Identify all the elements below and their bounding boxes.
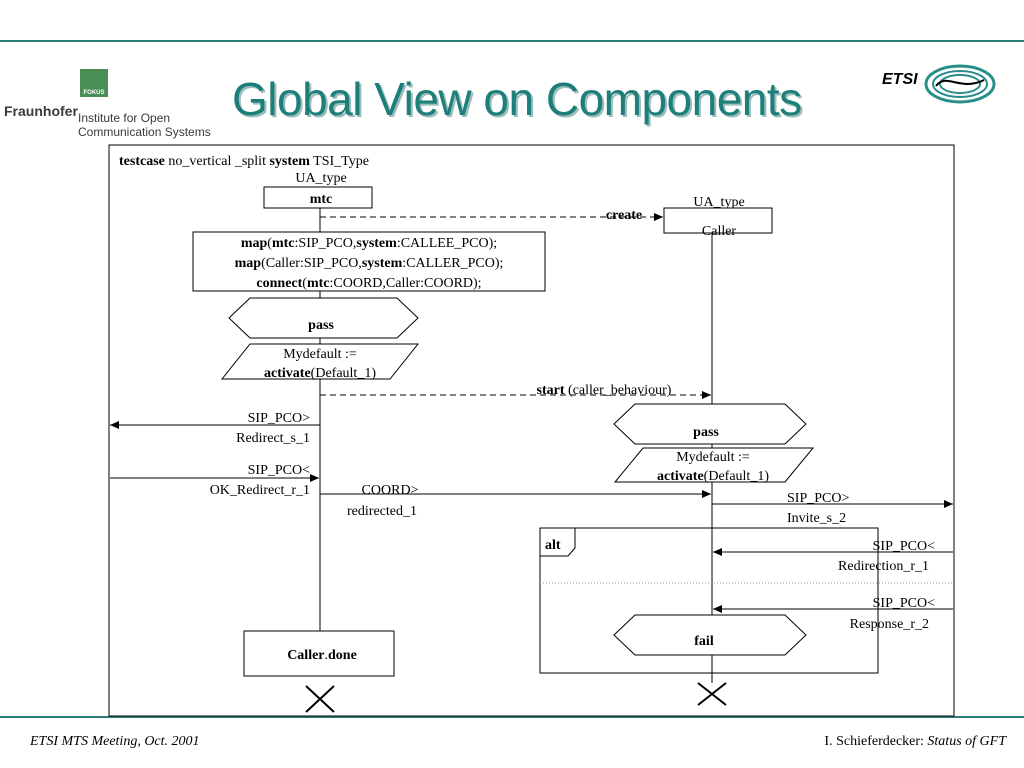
testcase-header: testcase no_vertical _split system TSI_T…: [119, 154, 369, 169]
fraunhofer-logo-text: Fraunhofer: [4, 103, 78, 119]
caller-fail-label: fail: [694, 634, 714, 649]
caller-pass-label: pass: [693, 425, 719, 440]
caller-type: UA_type: [693, 195, 744, 210]
action-line-2: map(Caller:SIP_PCO,system:CALLER_PCO);: [235, 256, 504, 271]
done-label: Caller.done: [287, 648, 357, 663]
mtc-pass-verdict: [228, 297, 419, 339]
mtc-default-activation: [220, 343, 420, 380]
mtc-send-msg: Redirect_s_1: [236, 431, 310, 446]
caller-receive-msg-2: Response_r_2: [850, 617, 929, 632]
mtc-instance-head: [263, 186, 373, 209]
action-line-3: connect(mtc:COORD,Caller:COORD);: [256, 276, 481, 291]
mtc-receive-msg: OK_Redirect_r_1: [210, 483, 310, 498]
fokus-logo: FOKUS: [80, 69, 108, 97]
action-box: [192, 231, 546, 292]
caller-stop-symbol: [697, 682, 727, 706]
footer-right: I. Schieferdecker: Status of GFT: [824, 734, 1006, 749]
caller-default-line-2: activate(Default_1): [657, 469, 769, 484]
caller-pass-verdict: [613, 403, 807, 445]
mtc-send-port: SIP_PCO>: [248, 411, 310, 426]
done-box: [243, 630, 395, 677]
alt-label: alt: [545, 538, 561, 553]
footer-left: ETSI MTS Meeting, Oct. 2001: [30, 734, 200, 749]
coord-port: COORD>: [362, 483, 419, 498]
testcase-frame: [108, 144, 955, 717]
caller-instance-head: [663, 207, 773, 234]
mtc-name: mtc: [310, 192, 333, 207]
caller-name: Caller: [702, 224, 737, 239]
caller-receive-port-2: SIP_PCO<: [873, 596, 935, 611]
top-rule: [0, 40, 1024, 42]
mtc-default-line-1: Mydefault :=: [283, 347, 357, 362]
etsi-logo: ETSI: [882, 64, 996, 104]
bottom-rule: [0, 716, 1024, 718]
caller-default-line-1: Mydefault :=: [676, 450, 750, 465]
caller-default-activation: [613, 447, 815, 483]
action-line-1: map(mtc:SIP_PCO,system:CALLEE_PCO);: [241, 236, 497, 251]
mtc-pass-label: pass: [308, 318, 334, 333]
mtc-stop-symbol: [305, 685, 335, 713]
coord-msg: redirected_1: [347, 504, 417, 519]
caller-send-msg: Invite_s_2: [787, 511, 846, 526]
start-label: start (caller_behaviour): [537, 383, 672, 398]
create-label: create: [606, 208, 642, 223]
caller-send-port: SIP_PCO>: [787, 491, 849, 506]
caller-receive-msg-1: Redirection_r_1: [838, 559, 929, 574]
institute-name: Institute for Open Communication Systems: [78, 111, 211, 139]
mtc-type: UA_type: [295, 171, 346, 186]
svg-text:ETSI: ETSI: [882, 71, 918, 88]
caller-receive-port-1: SIP_PCO<: [873, 539, 935, 554]
caller-fail-verdict: [613, 614, 807, 656]
alt-label-tab: [540, 528, 576, 557]
alt-frame: [539, 527, 879, 674]
mtc-default-line-2: activate(Default_1): [264, 366, 376, 381]
mtc-receive-port: SIP_PCO<: [248, 463, 310, 478]
page-title: Global View on Components: [232, 73, 802, 125]
